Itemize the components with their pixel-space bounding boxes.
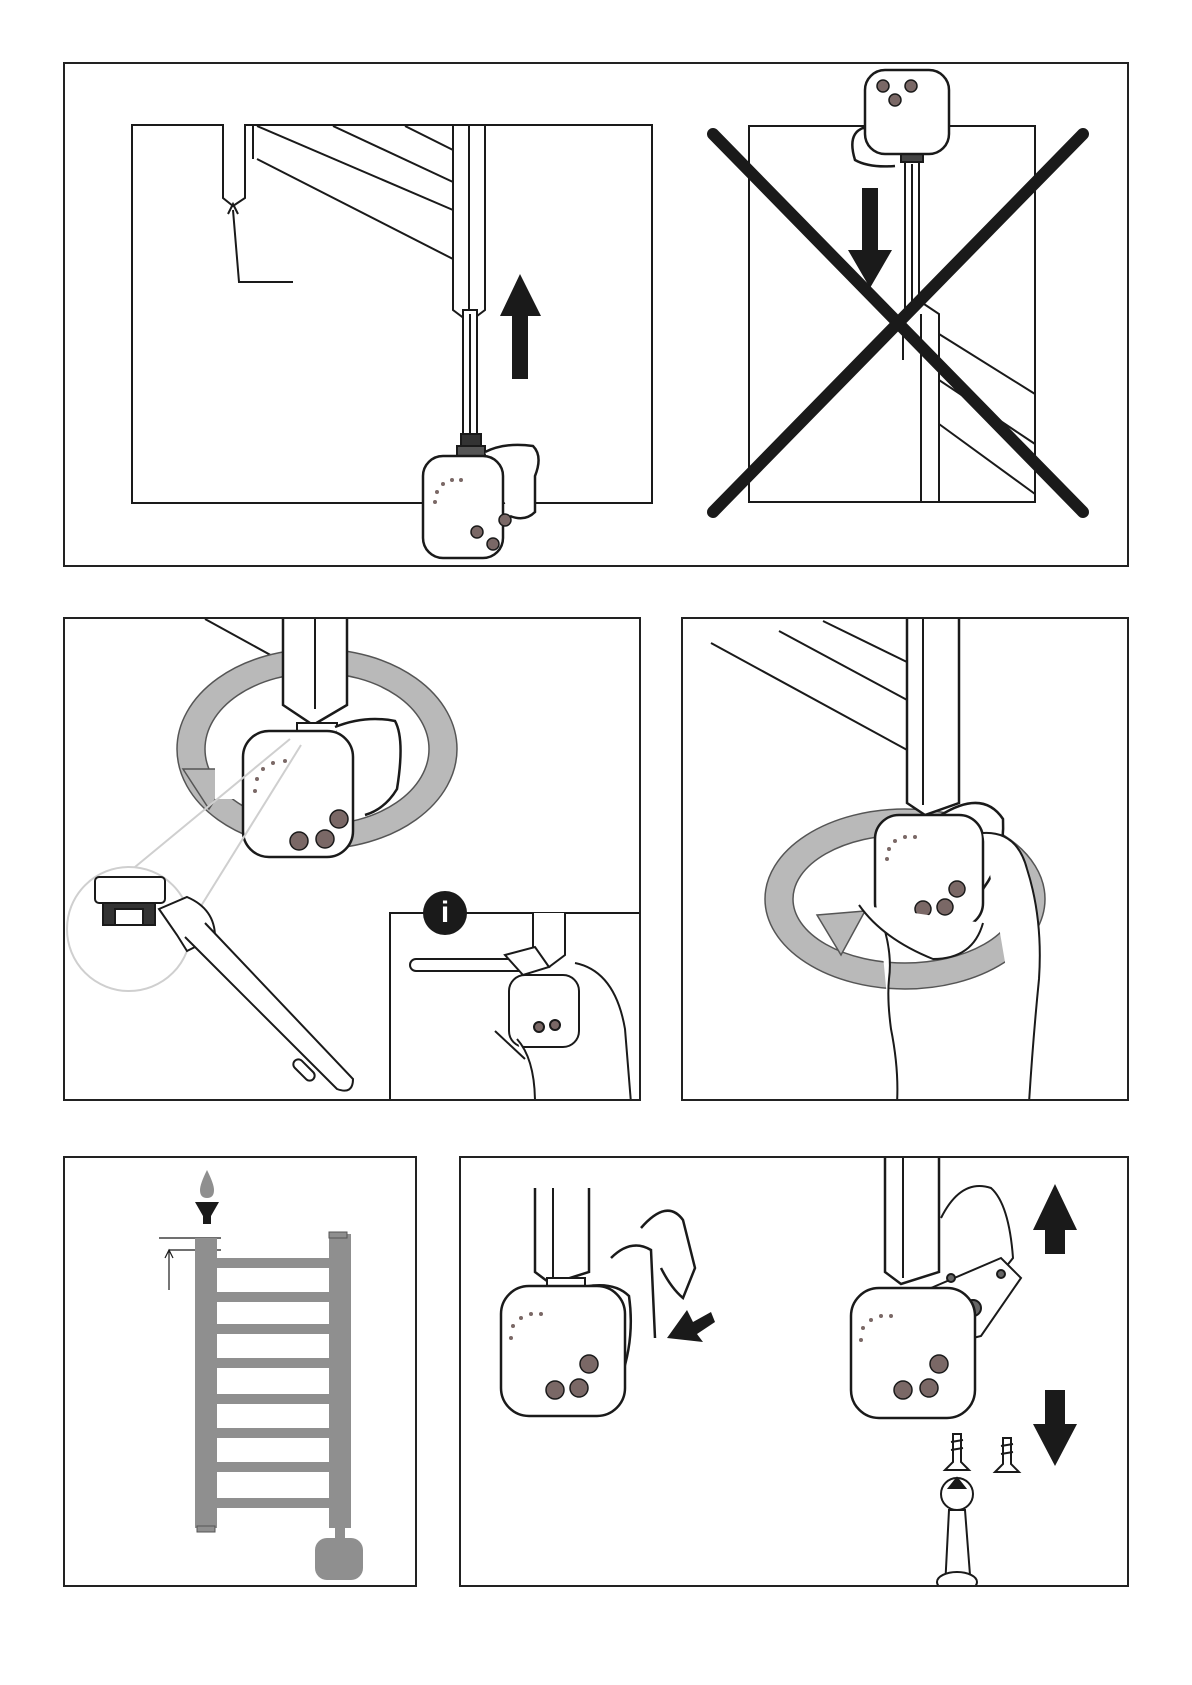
- power-button: [920, 1379, 938, 1397]
- thermostat-head: [423, 445, 539, 558]
- mounting-diagram: [65, 64, 1129, 567]
- power-button: [937, 899, 953, 915]
- thermostat-head-inverted: [852, 70, 949, 166]
- thermostat-button: [290, 832, 308, 850]
- water-drop-icon: [200, 1170, 214, 1198]
- panel-2: i: [63, 617, 641, 1101]
- thermostat-button: [905, 80, 917, 92]
- arrow-down-icon: [1033, 1390, 1077, 1466]
- panel-3: [681, 617, 1129, 1101]
- arrow-up-icon: [500, 274, 541, 379]
- thermostat-button: [499, 514, 511, 526]
- thermostat-button: [330, 810, 348, 828]
- thermostat-button: [471, 526, 483, 538]
- thermostat-button: [877, 80, 889, 92]
- correct-frame: [132, 125, 652, 503]
- radiator-icon: [195, 1232, 363, 1580]
- panel-1: [63, 62, 1129, 567]
- radiator-left: [223, 124, 485, 322]
- thermostat-head: [851, 1288, 975, 1418]
- thermostat-button: [889, 94, 901, 106]
- funnel-icon: [195, 1202, 219, 1224]
- arrow-diagonal-icon: [667, 1310, 715, 1342]
- cover-removal-diagram: [461, 1158, 1129, 1587]
- panel-5: [459, 1156, 1129, 1587]
- thermostat-button: [487, 538, 499, 550]
- arrow-up-icon: [1033, 1184, 1077, 1254]
- wrench-diagram: [65, 619, 641, 1101]
- hand-rotate-diagram: [683, 619, 1129, 1101]
- wrong-cross-icon: [713, 134, 1083, 512]
- screw-icon: [945, 1434, 1019, 1472]
- power-button: [570, 1379, 588, 1397]
- panel-4: [63, 1156, 417, 1587]
- screwdriver-icon: [937, 1478, 977, 1587]
- radiator-rails: [711, 621, 909, 751]
- thermostat-head: [501, 1285, 631, 1416]
- power-button: [316, 830, 334, 848]
- info-label: i: [425, 893, 465, 933]
- fill-diagram: [65, 1158, 417, 1587]
